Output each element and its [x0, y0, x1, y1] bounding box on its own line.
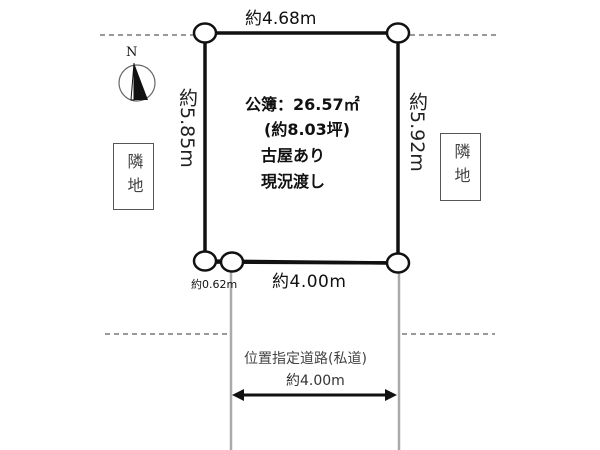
right-depth-label: 約5.92m — [406, 92, 428, 172]
left-depth-label: 約5.85m — [176, 88, 198, 168]
neighbor-land-left: 隣地 — [113, 143, 154, 210]
tsubo-label: (約8.03坪) — [264, 120, 351, 139]
corner-marker — [192, 22, 218, 44]
road-width-arrow — [232, 389, 397, 401]
corner-marker — [385, 22, 411, 44]
compass-north-label: N — [126, 45, 138, 60]
area-label: 公簿：26.57㎡ — [245, 95, 360, 114]
corner-marker — [385, 252, 411, 274]
road-width-label: 約4.00m — [286, 373, 345, 389]
note-old-house: 古屋あり — [261, 146, 326, 165]
corner-marker — [192, 250, 218, 272]
corner-marker — [219, 251, 245, 273]
top-width-label: 約4.68m — [245, 9, 317, 29]
offset-label: 約0.62m — [191, 278, 238, 291]
note-as-is: 現況渡し — [261, 172, 326, 191]
bottom-width-label: 約4.00m — [272, 272, 347, 292]
road-name-label: 位置指定道路(私道) — [244, 351, 367, 367]
compass-icon — [118, 62, 156, 102]
neighbor-land-right: 隣地 — [440, 133, 481, 201]
